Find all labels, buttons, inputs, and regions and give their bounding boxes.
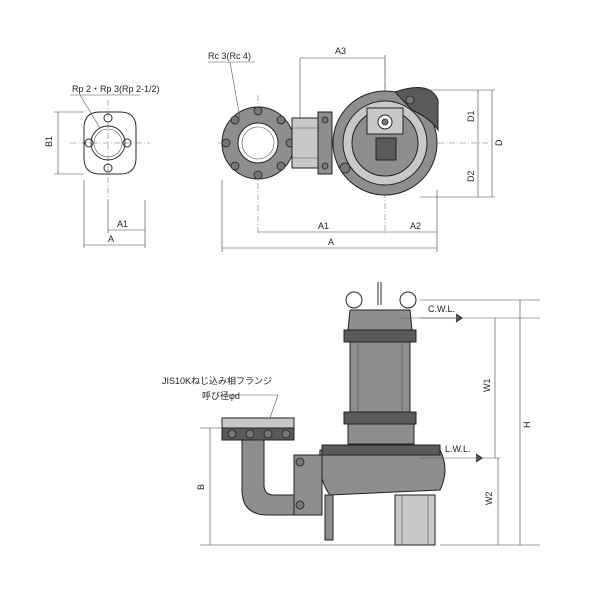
flange-spec-line1: JIS10Kねじ込み相フランジ bbox=[162, 375, 272, 386]
top-a2-label: A2 bbox=[410, 221, 421, 231]
top-plan-view bbox=[208, 55, 495, 252]
top-rc-label: Rc 3(Rc 4) bbox=[208, 51, 251, 61]
top-d2-label: D2 bbox=[466, 170, 476, 182]
cwl-label: C.W.L. bbox=[428, 304, 455, 314]
side-thread-label: Rp 2・Rp 3(Rp 2-1/2) bbox=[72, 84, 160, 94]
side-a-label: A bbox=[108, 234, 114, 244]
side-a1-label: A1 bbox=[117, 219, 128, 229]
top-a1-label: A1 bbox=[318, 221, 329, 231]
lwl-label: L.W.L. bbox=[445, 444, 471, 454]
front-w2-label: W2 bbox=[484, 492, 494, 506]
front-h-label: H bbox=[522, 422, 532, 429]
top-a3-label: A3 bbox=[335, 46, 346, 56]
top-d1-label: D1 bbox=[466, 110, 476, 122]
top-d-label: D bbox=[494, 139, 504, 146]
flange-spec-line2: 呼び径φd bbox=[202, 390, 240, 401]
front-b-label: B bbox=[196, 484, 206, 490]
front-elevation-view bbox=[200, 282, 540, 546]
front-w1-label: W1 bbox=[482, 379, 492, 393]
side-b1-label: B1 bbox=[44, 136, 54, 147]
top-a-label: A bbox=[328, 237, 334, 247]
side-flange-view bbox=[54, 94, 150, 248]
